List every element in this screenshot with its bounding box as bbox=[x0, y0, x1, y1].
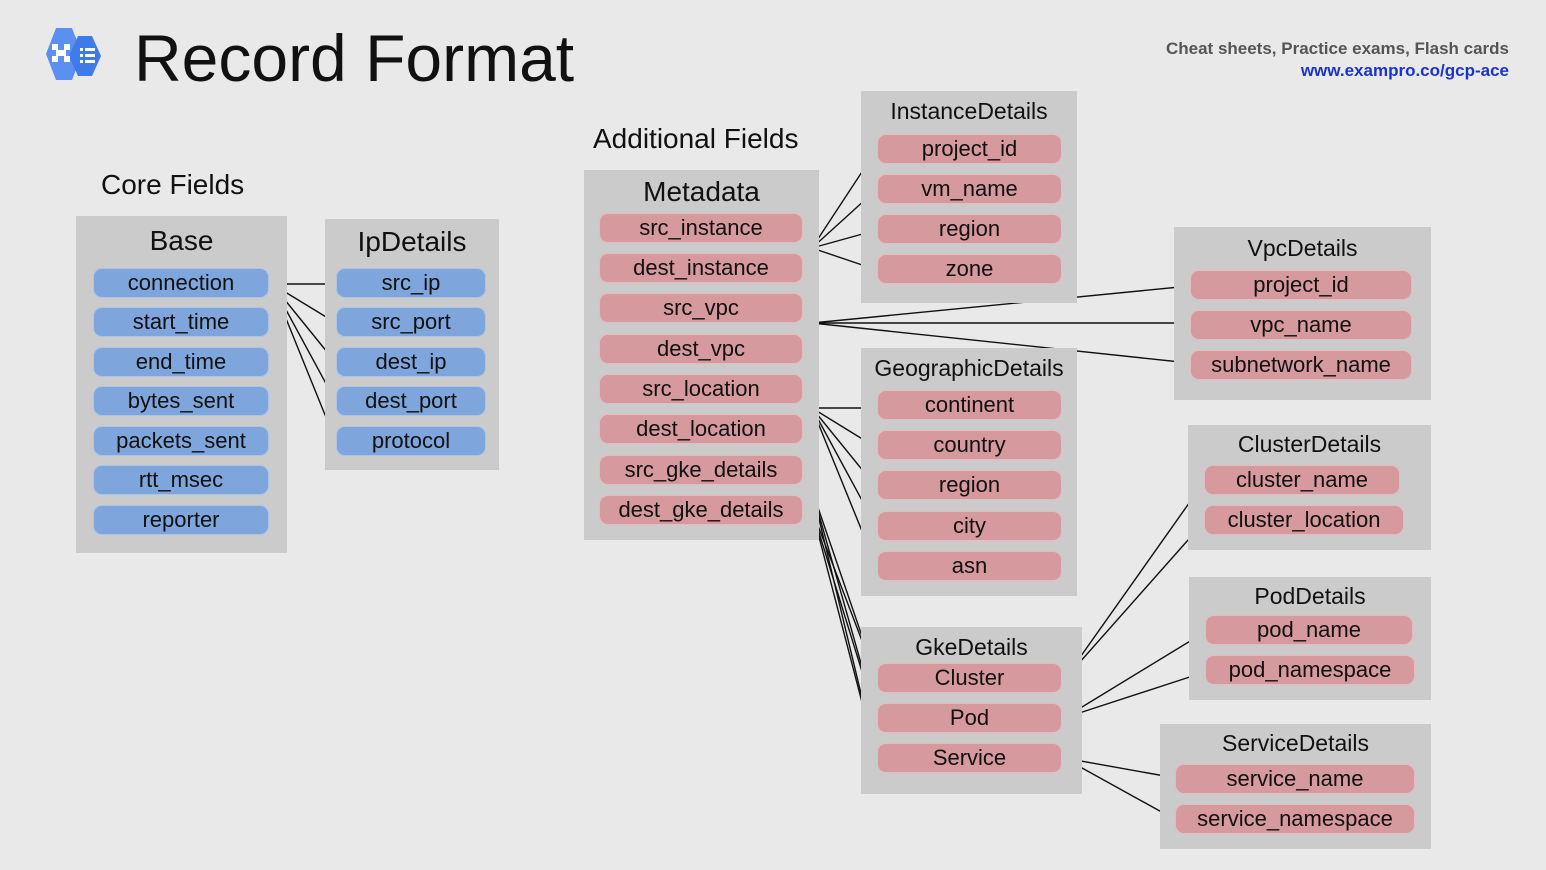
field-vm-name: vm_name bbox=[877, 174, 1062, 204]
vpc-details-panel: VpcDetails project_id vpc_name subnetwor… bbox=[1174, 227, 1431, 400]
network-intelligence-logo bbox=[28, 26, 120, 82]
cluster-details-title: ClusterDetails bbox=[1237, 431, 1382, 457]
geographic-details-title: GeographicDetails bbox=[874, 355, 1064, 381]
metadata-title: Metadata bbox=[643, 176, 760, 207]
metadata-panel: Metadata src_instance dest_instance src_… bbox=[584, 170, 819, 540]
field-project-id: project_id bbox=[1190, 270, 1412, 300]
field-cluster: Cluster bbox=[877, 663, 1062, 693]
instance-details-panel: InstanceDetails project_id vm_name regio… bbox=[861, 91, 1077, 303]
field-end-time: end_time bbox=[93, 347, 269, 377]
field-dest-port: dest_port bbox=[336, 386, 486, 416]
field-zone: zone bbox=[877, 254, 1062, 284]
field-src-instance: src_instance bbox=[599, 213, 803, 243]
field-dest-vpc: dest_vpc bbox=[599, 334, 803, 364]
field-project-id: project_id bbox=[877, 134, 1062, 164]
field-cluster-location: cluster_location bbox=[1204, 505, 1404, 535]
additional-fields-label: Additional Fields bbox=[593, 123, 799, 154]
service-details-panel: ServiceDetails service_name service_name… bbox=[1160, 724, 1431, 849]
field-src-gke-details: src_gke_details bbox=[599, 455, 803, 485]
gke-details-title: GkeDetails bbox=[915, 634, 1028, 660]
cluster-details-panel: ClusterDetails cluster_name cluster_loca… bbox=[1188, 425, 1431, 550]
field-dest-instance: dest_instance bbox=[599, 253, 803, 283]
base-title: Base bbox=[149, 225, 214, 256]
promo-text: Cheat sheets, Practice exams, Flash card… bbox=[1165, 39, 1509, 58]
field-service-name: service_name bbox=[1175, 764, 1415, 794]
field-vpc-name: vpc_name bbox=[1190, 310, 1412, 340]
field-region: region bbox=[877, 470, 1062, 500]
vpc-details-title: VpcDetails bbox=[1247, 235, 1358, 261]
service-details-title: ServiceDetails bbox=[1222, 730, 1369, 756]
geographic-details-panel: GeographicDetails continent country regi… bbox=[861, 348, 1077, 596]
core-fields-label: Core Fields bbox=[101, 169, 245, 200]
field-src-location: src_location bbox=[599, 374, 803, 404]
pod-details-panel: PodDetails pod_name pod_namespace bbox=[1189, 577, 1431, 700]
field-dest-ip: dest_ip bbox=[336, 347, 486, 377]
field-pod: Pod bbox=[877, 703, 1062, 733]
field-country: country bbox=[877, 430, 1062, 460]
field-region: region bbox=[877, 214, 1062, 244]
field-continent: continent bbox=[877, 390, 1062, 420]
field-reporter: reporter bbox=[93, 505, 269, 535]
field-service: Service bbox=[877, 743, 1062, 773]
field-packets-sent: packets_sent bbox=[93, 426, 269, 456]
field-asn: asn bbox=[877, 551, 1062, 581]
field-pod-name: pod_name bbox=[1205, 615, 1413, 645]
field-src-vpc: src_vpc bbox=[599, 293, 803, 323]
field-service-namespace: service_namespace bbox=[1175, 804, 1415, 834]
base-panel: Base connection start_time end_time byte… bbox=[76, 216, 287, 553]
field-src-ip: src_ip bbox=[336, 268, 486, 298]
instance-details-title: InstanceDetails bbox=[890, 98, 1048, 124]
promo-link[interactable]: www.exampro.co/gcp-ace bbox=[1300, 61, 1509, 80]
field-rtt-msec: rtt_msec bbox=[93, 465, 269, 495]
field-city: city bbox=[877, 511, 1062, 541]
field-dest-gke-details: dest_gke_details bbox=[599, 495, 803, 525]
pod-details-title: PodDetails bbox=[1254, 583, 1366, 609]
field-start-time: start_time bbox=[93, 307, 269, 337]
field-bytes-sent: bytes_sent bbox=[93, 386, 269, 416]
field-dest-location: dest_location bbox=[599, 414, 803, 444]
field-subnetwork-name: subnetwork_name bbox=[1190, 350, 1412, 380]
field-cluster-name: cluster_name bbox=[1204, 465, 1400, 495]
field-connection: connection bbox=[93, 268, 269, 298]
field-src-port: src_port bbox=[336, 307, 486, 337]
field-pod-namespace: pod_namespace bbox=[1205, 655, 1415, 685]
ip-details-panel: IpDetails src_ip src_port dest_ip dest_p… bbox=[325, 219, 499, 470]
page-title: Record Format bbox=[134, 21, 575, 95]
ip-details-title: IpDetails bbox=[357, 226, 467, 257]
gke-details-panel: GkeDetails Cluster Pod Service bbox=[861, 627, 1082, 794]
promo-block: Cheat sheets, Practice exams, Flash card… bbox=[1166, 38, 1509, 82]
field-protocol: protocol bbox=[336, 426, 486, 456]
